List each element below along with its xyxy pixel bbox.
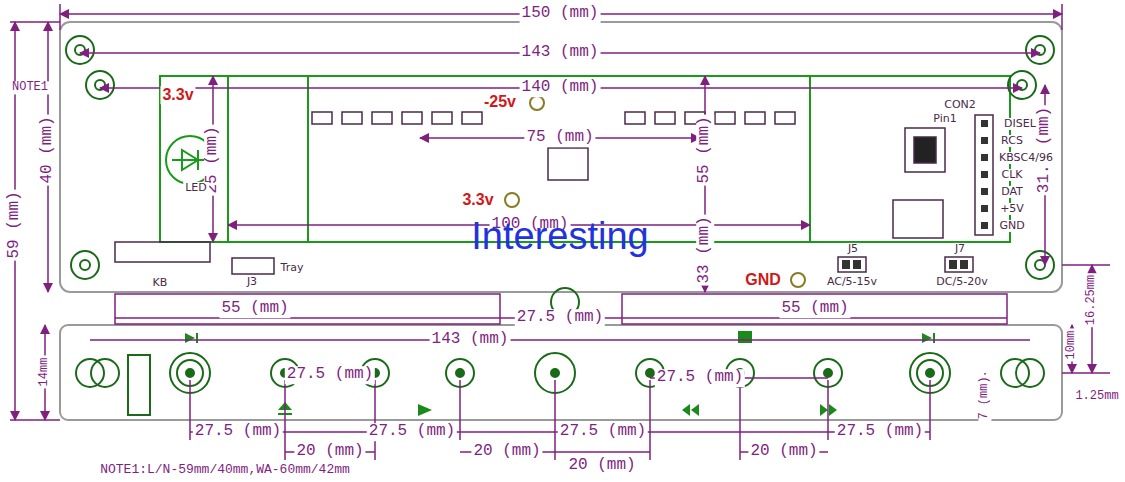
connector-label: J7 — [953, 243, 967, 255]
part-label: LED — [183, 182, 209, 194]
dimension-label: 40 (mm) — [39, 114, 57, 185]
dimension-label: 27.5 (mm) — [558, 423, 648, 441]
pin-name: DISEL — [1002, 118, 1038, 130]
note-marker: NOTE1 — [10, 81, 50, 94]
dimension-label: 143 (mm) — [520, 44, 601, 62]
dimension-label: 27.5 (mm) — [193, 423, 283, 441]
voltage-label: 3.3v — [160, 86, 195, 104]
dimension-label: 20 (mm) — [566, 457, 637, 475]
connector-label: KB — [151, 277, 170, 289]
connector-label: J5 — [846, 243, 860, 255]
connector-label: Tray — [279, 262, 306, 274]
connector-label: CON2 — [942, 99, 978, 111]
dimension-label: 7 (mm) — [978, 374, 991, 421]
dimension-label: 1.25mm — [1073, 390, 1120, 403]
pin-name: GND — [997, 220, 1026, 232]
dimension-label: 143 (mm) — [430, 331, 511, 349]
dimension-label: 55 (mm) — [696, 114, 714, 185]
pin-name: CLK — [999, 169, 1024, 181]
dimension-label: 27.5 (mm) — [835, 423, 925, 441]
dimension-label: 27.5 (mm) — [367, 423, 457, 441]
connector-label: AC/5-15v — [825, 276, 879, 288]
dimension-label: 20 (mm) — [471, 443, 542, 461]
pin-name: +5V — [998, 203, 1026, 215]
dimension-label: 150 (mm) — [520, 5, 601, 23]
connector-label: DC/5-20v — [934, 276, 989, 288]
pin-name: Pin1 — [931, 113, 958, 125]
dimension-label: 27.5 (mm) — [285, 366, 375, 384]
dimension-label: 27.5 (mm) — [655, 369, 745, 387]
pin-name: DAT — [999, 186, 1025, 198]
dimension-label: 16.25mm — [1085, 273, 1098, 327]
connector-label: J3 — [245, 276, 259, 288]
voltage-label: -25v — [482, 93, 518, 111]
dimension-label: 55 (mm) — [219, 300, 290, 318]
dimension-label: 27.5 (mm) — [515, 309, 605, 327]
dimension-label: 31.5 (mm) — [1036, 105, 1054, 195]
dimension-label: 75 (mm) — [524, 129, 595, 147]
pin-name: KBSC4/96 — [997, 152, 1055, 164]
dimension-label: 55 (mm) — [779, 300, 850, 318]
overlay-title: Interesting — [467, 216, 652, 258]
dimension-label: 10mm — [1065, 329, 1078, 362]
note-text: NOTE1:L/N-59mm/40mm,WA-60mm/42mm — [98, 463, 352, 477]
dimension-label: 20 (mm) — [294, 443, 365, 461]
dimension-label: 140 (mm) — [520, 79, 601, 97]
dimension-label: 33 (mm) — [696, 214, 714, 285]
voltage-label: 3.3v — [460, 191, 495, 209]
pin-name: RCS — [999, 135, 1025, 147]
voltage-label: GND — [743, 271, 783, 289]
dimension-label: 14mm — [38, 356, 51, 389]
dimension-label: 59 (mm) — [6, 189, 24, 260]
dimension-label: 20 (mm) — [748, 443, 819, 461]
